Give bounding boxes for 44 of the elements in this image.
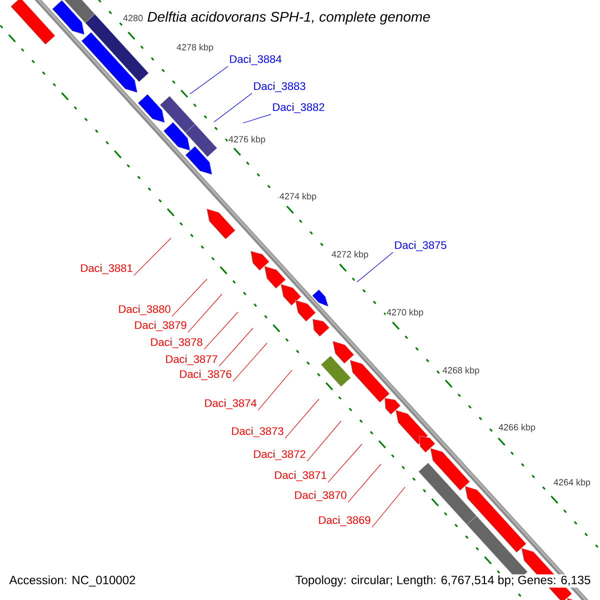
leader-line <box>214 92 252 122</box>
gene-label: Daci_3871 <box>275 470 326 482</box>
gene-label: Daci_3875 <box>395 240 446 252</box>
leader-line <box>242 114 272 124</box>
footer-text: Topology: circular; Length: 6,767,514 bp; Genes: 6,135 <box>294 574 592 588</box>
gene-label: Daci_3879 <box>135 320 186 332</box>
tick-label: 4264 kbp <box>552 478 592 488</box>
gene-label: Daci_3883 <box>254 82 306 92</box>
leader-line <box>204 312 238 350</box>
gene-label: Daci_3882 <box>273 102 324 114</box>
leader-line <box>372 486 406 528</box>
leader-line <box>348 464 382 503</box>
footer-text: Accession: NC_010002 <box>8 574 137 588</box>
leader-line <box>172 278 208 317</box>
leader-line <box>134 238 172 276</box>
leader-line <box>306 420 342 462</box>
tick-label: 4270 kbp <box>385 308 425 318</box>
leader-line <box>188 294 222 333</box>
gene-label: Daci_3874 <box>205 398 256 410</box>
tick-label: 4266 kbp <box>498 422 537 434</box>
leader-line <box>356 252 394 282</box>
leader-line <box>328 444 362 483</box>
gene-label: Daci_3869 <box>319 516 370 526</box>
leader-line <box>232 342 268 382</box>
title: Delftia acidovorans SPH-1, complete genome <box>148 11 430 25</box>
gene-label: Daci_3880 <box>119 304 170 316</box>
leader-line <box>284 398 320 439</box>
gene-label: Daci_3878 <box>151 338 202 348</box>
tick-label: 4278 kbp <box>175 42 215 54</box>
leader-line <box>218 328 254 367</box>
gene-label: Daci_3881 <box>81 264 132 274</box>
tick-label: 4276 kbp <box>227 134 267 146</box>
gene-label: Daci_3884 <box>230 54 282 66</box>
gene-label: Daci_3872 <box>254 450 306 460</box>
leader-line <box>190 66 228 94</box>
tick-label: 4274 kbp <box>278 192 318 202</box>
leader-line <box>258 370 292 411</box>
tick-label: 4268 kbp <box>442 366 481 376</box>
tick-label: 4272 kbp <box>330 250 370 260</box>
gene-label: Daci_3870 <box>295 490 346 502</box>
gene-label: Daci_3877 <box>166 354 218 366</box>
gene-label: Daci_3876 <box>180 370 232 380</box>
gene-label: Daci_3873 <box>232 426 284 438</box>
tick-label: 4280 <box>122 14 144 22</box>
